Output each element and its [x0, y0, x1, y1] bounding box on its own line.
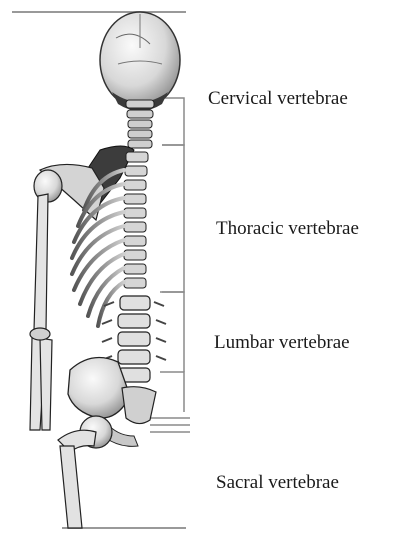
hip-and-femur: [58, 416, 112, 528]
skull: [100, 12, 180, 111]
arm: [30, 194, 52, 430]
label-sacral-vertebrae: Sacral vertebrae: [216, 472, 339, 494]
label-lumbar-vertebrae: Lumbar vertebrae: [214, 332, 350, 354]
region-brackets: [150, 98, 190, 432]
label-cervical-vertebrae: Cervical vertebrae: [208, 88, 348, 110]
cervical-spine: [126, 100, 154, 148]
label-thoracic-vertebrae: Thoracic vertebrae: [216, 218, 359, 240]
thoracic-spine: [124, 152, 148, 288]
